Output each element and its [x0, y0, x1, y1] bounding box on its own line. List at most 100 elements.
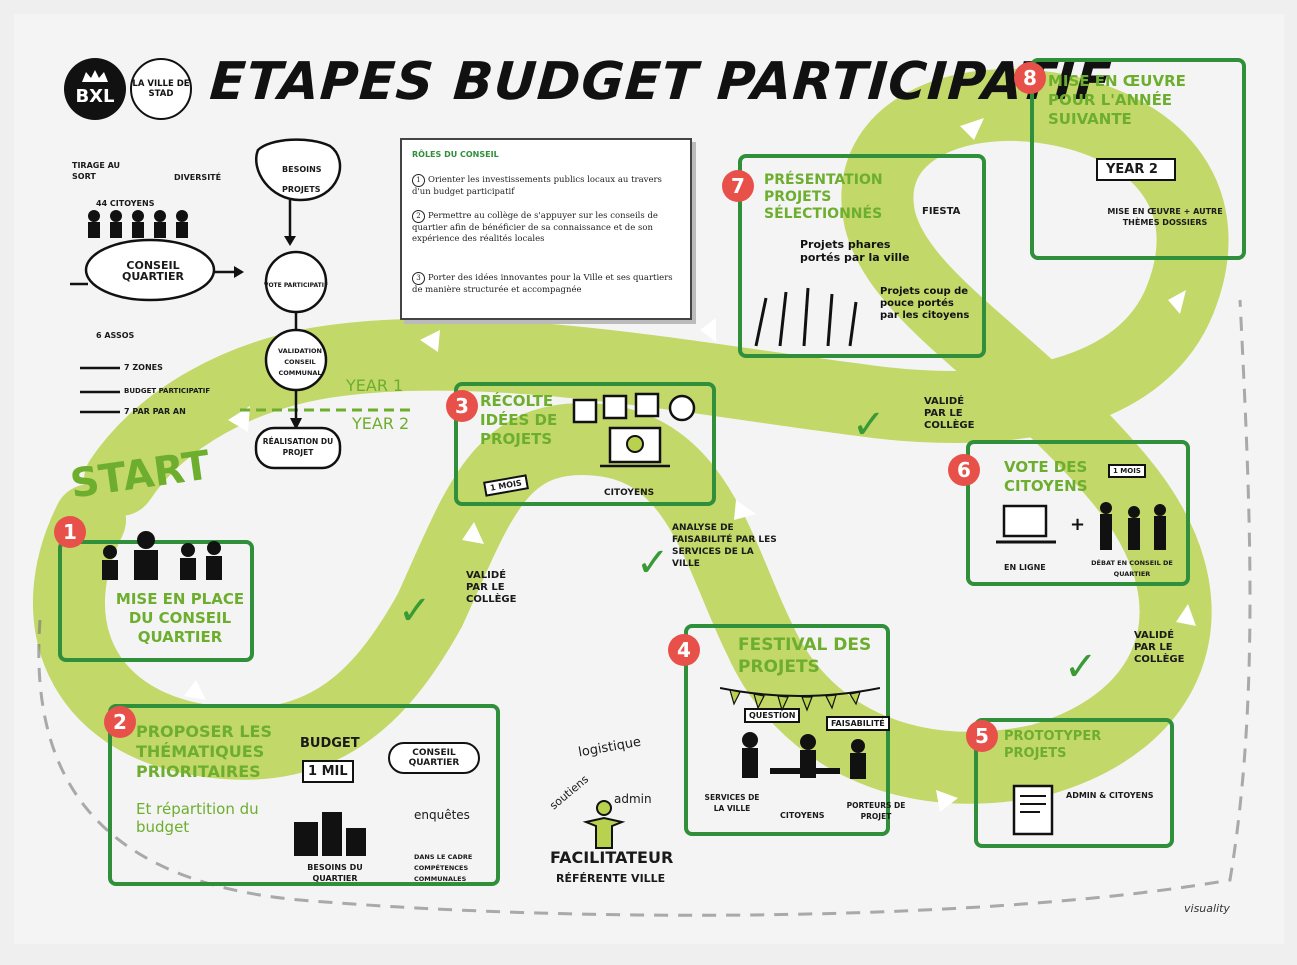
admin-label: admin [614, 792, 652, 806]
valide-college-label-3: VALIDÉ PAR LE COLLÈGE [1134, 630, 1185, 665]
assos-label: 6 ASSOS [96, 331, 135, 340]
role-text: Porter des idées innovantes pour la Vill… [412, 273, 673, 295]
admin-citoyens-label: ADMIN & CITOYENS [1066, 791, 1154, 800]
debat-label: DÉBAT EN CONSEIL DE QUARTIER [1091, 559, 1173, 578]
budget-participatif-label: BUDGET PARTICIPATIF [124, 387, 211, 395]
bxl-logo-text: BXL [75, 86, 115, 107]
step-3-label: RÉCOLTE IDÉES DE PROJETS [480, 392, 558, 448]
vote-online-icon: + [996, 502, 1166, 550]
document-icon [1012, 784, 1054, 836]
check-icon: ✓ [1064, 644, 1098, 690]
step-5-number: 5 [966, 720, 998, 752]
role-text: Orienter les investissements publics loc… [412, 175, 662, 197]
step-3-box [454, 382, 716, 506]
role-number: 3 [412, 272, 425, 285]
referente-label: RÉFÉRENTE VILLE [556, 872, 666, 885]
realisation-label: RÉALISATION DU PROJET [262, 437, 334, 457]
diversite-label: DIVERSITÉ [174, 173, 222, 182]
crown-icon [82, 70, 108, 82]
step-6-number: 6 [948, 454, 980, 486]
mil-label: 1 MIL [302, 760, 354, 783]
step-2-number: 2 [104, 706, 136, 738]
step-2-sub: Et répartition du budget [136, 800, 259, 836]
mise-oeuvre-label: MISE EN ŒUVRE + AUTRE THÈMES DOSSIERS [1107, 207, 1223, 227]
roles-conseil-panel [400, 138, 692, 320]
people-group-icon [88, 210, 188, 238]
step-1-number: 1 [54, 516, 86, 548]
bxl-logo: BXL [64, 58, 126, 120]
step-1-box [58, 540, 254, 662]
fiesta-label: FIESTA [922, 206, 961, 217]
faisabilite-tag: FAISABILITÉ [826, 716, 890, 731]
step-2-box [108, 704, 500, 886]
besoins-label: BESOINS [282, 165, 322, 174]
en-ligne-label: EN LIGNE [1004, 563, 1046, 572]
conseil-quartier-label: CONSEIL QUARTIER [121, 259, 184, 283]
facilitateur-label: FACILITATEUR [550, 848, 674, 867]
laptop-ideas-icon [572, 392, 696, 468]
step-6-label: VOTE DES CITOYENS [1004, 458, 1088, 495]
ville-logo: LA VILLE DE STAD [130, 58, 192, 120]
citoyens-label: CITOYENS [604, 488, 655, 498]
svg-text:+: + [1070, 514, 1085, 535]
raised-hands-icon [754, 287, 858, 347]
citoyens2-label: CITOYENS [780, 811, 825, 820]
mois-badge-6: 1 MOIS [1108, 464, 1146, 478]
check-icon: ✓ [636, 540, 670, 586]
year2-sign: YEAR 2 [1096, 158, 1176, 181]
check-icon: ✓ [852, 402, 886, 448]
step-6-box [966, 440, 1190, 586]
citoyens-count-label: 44 CITOYENS [96, 199, 155, 208]
year2-label: YEAR 2 [352, 414, 410, 433]
par-an-label: 7 PAR PAR AN [124, 407, 186, 416]
step-7-label: PRÉSENTATION PROJETS SÉLECTIONNÉS [764, 172, 883, 222]
page-title: ETAPES BUDGET PARTICIPATIF [207, 52, 1114, 112]
dans-cadre-label: DANS LE CADRE COMPÉTENCES COMMUNALES [414, 853, 473, 883]
step-5-label: PROTOTYPER PROJETS [1004, 729, 1102, 761]
step-5-box [974, 718, 1174, 848]
zones-label: 7 ZONES [124, 363, 163, 372]
valide-college-label: VALIDÉ PAR LE COLLÈGE [466, 570, 517, 605]
projets-label: PROJETS [282, 185, 321, 194]
facilitator-figure-icon [582, 800, 626, 849]
role-number: 2 [412, 210, 425, 223]
step-8-number: 8 [1014, 62, 1046, 94]
step-8-label: MISE EN ŒUVRE POUR L'ANNÉE SUIVANTE [1048, 72, 1186, 128]
step-1-label: MISE EN PLACE DU CONSEIL QUARTIER [115, 590, 245, 646]
valide-college-label-2: VALIDÉ PAR LE COLLÈGE [924, 396, 975, 431]
step-4-label: FESTIVAL DES PROJETS [738, 635, 872, 677]
check-icon: ✓ [398, 588, 432, 634]
conseil-quartier-bubble: CONSEIL QUARTIER [388, 742, 480, 774]
ville-logo-text: LA VILLE DE STAD [132, 79, 190, 99]
projets-phares-label: Projets phares portés par la ville [800, 238, 910, 264]
roles-conseil-title: RÔLES DU CONSEIL [412, 150, 499, 159]
step-4-number: 4 [668, 634, 700, 666]
step-7-number: 7 [722, 170, 754, 202]
projets-coup-label: Projets coup de pouce portés par les cit… [880, 286, 970, 321]
analyse-label: ANALYSE DE FAISABILITÉ PAR LES SERVICES … [672, 523, 777, 569]
validation-label: VALIDATION CONSEIL COMMUNAL [278, 347, 322, 377]
vote-participatif-label: VOTE PARTICIPATIF [263, 282, 329, 289]
meeting-people-icon [102, 531, 222, 580]
question-tag: QUESTION [744, 708, 801, 723]
step-7-box [738, 154, 986, 358]
bunting-icon [720, 687, 880, 712]
role-text: Permettre au collège de s'appuyer sur le… [412, 211, 658, 244]
step-3-number: 3 [446, 390, 478, 422]
services-ville-label: SERVICES DE LA VILLE [704, 793, 760, 813]
step-2-label: PROPOSER LES THÉMATIQUES PRIORITAIRES [136, 722, 272, 781]
budget-label: BUDGET [300, 736, 360, 751]
tirage-label: TIRAGE AU SORT [72, 161, 121, 181]
step-8-box [1030, 58, 1246, 260]
year1-label: YEAR 1 [346, 376, 404, 395]
enquetes-label: enquêtes [414, 808, 470, 822]
besoins-quartier-label: BESOINS DU QUARTIER [307, 863, 363, 883]
porteurs-label: PORTEURS DE PROJET [846, 801, 906, 821]
artist-signature: visuality [1184, 902, 1230, 915]
buildings-icon [294, 812, 366, 856]
role-number: 1 [412, 174, 425, 187]
discussion-table-icon [742, 732, 866, 779]
